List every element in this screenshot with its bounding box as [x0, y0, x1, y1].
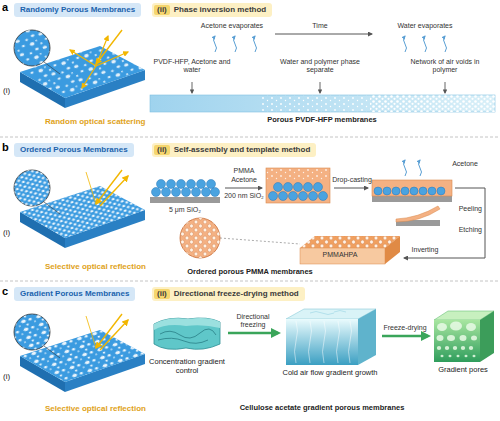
material-label: Acetone: [440, 160, 490, 168]
edge-label: Directional freezing: [228, 313, 278, 329]
material-label: PMMA: [224, 167, 264, 175]
caption: Random optical scattering: [45, 117, 160, 126]
caption: Selective optical reflection: [45, 404, 160, 413]
node-text: Cold air flow gradient growth: [280, 369, 380, 378]
roman-numeral: (i): [3, 86, 23, 95]
part-number: (ii): [154, 289, 170, 299]
part-number: (ii): [154, 5, 170, 15]
step-image: [148, 310, 226, 356]
edge-label: Freeze-drying: [382, 324, 428, 332]
node-text: Gradient pores: [430, 366, 496, 375]
panel-letter: b: [2, 141, 16, 154]
process-arrow: [382, 335, 428, 338]
node-text: Gradient Porous Membranes: [20, 289, 129, 299]
node-text: Self-assembly and template method: [174, 145, 310, 155]
material-label: 5 μm SiO₂: [155, 206, 215, 214]
method-box: (ii) Self-assembly and template method: [152, 143, 316, 157]
note: Water and polymer phase separate: [270, 58, 370, 74]
method-box: (ii) Directional freeze-drying method: [152, 287, 305, 301]
caption: Selective optical reflection: [45, 262, 160, 271]
step-label: Inverting: [400, 246, 450, 254]
note: Acetone evaporates: [187, 22, 277, 30]
node-text: Randomly Porous Membranes: [20, 5, 135, 15]
node-text: Ordered Porous Membranes: [20, 145, 128, 155]
node-text: Directional freeze-drying method: [174, 289, 299, 299]
step-label: Peeling: [444, 205, 482, 213]
node-text: Concentration gradient control: [148, 358, 226, 375]
roman-numeral: (i): [3, 372, 23, 381]
panel-header: Ordered Porous Membranes: [14, 143, 134, 157]
step-image: [280, 305, 380, 367]
process-arrow: [228, 332, 278, 335]
roman-numeral: (i): [3, 228, 23, 237]
caption: Cellulose acetate gradient porous membra…: [202, 404, 442, 413]
step-image: [430, 308, 496, 364]
note: Time: [303, 22, 337, 30]
part-number: (ii): [154, 145, 170, 155]
panel-letter: c: [2, 285, 16, 298]
note: Water evaporates: [380, 22, 470, 30]
material-label: PMMAHPA: [305, 251, 375, 259]
node-text: Phase inversion method: [174, 5, 266, 15]
material-label: 200 nm SiO₂: [219, 192, 269, 200]
step-label: Etching: [444, 226, 482, 234]
caption: Ordered porous PMMA membranes: [165, 268, 335, 277]
process-step: Cold air flow gradient growth: [280, 305, 380, 378]
method-box: (ii) Phase inversion method: [152, 3, 272, 17]
process-step: Concentration gradient control: [148, 310, 226, 375]
panel-header: Randomly Porous Membranes: [14, 3, 141, 17]
panel-header: Gradient Porous Membranes: [14, 287, 135, 301]
note: PVDF-HFP, Acetone and water: [146, 58, 238, 74]
panel-letter: a: [2, 1, 16, 14]
step-label: Drop-casting: [330, 176, 374, 184]
note: Network of air voids in polymer: [399, 58, 491, 74]
caption: Porous PVDF-HFP membranes: [222, 116, 422, 125]
process-step: Gradient pores: [430, 308, 496, 375]
material-label: Acetone: [224, 176, 264, 184]
